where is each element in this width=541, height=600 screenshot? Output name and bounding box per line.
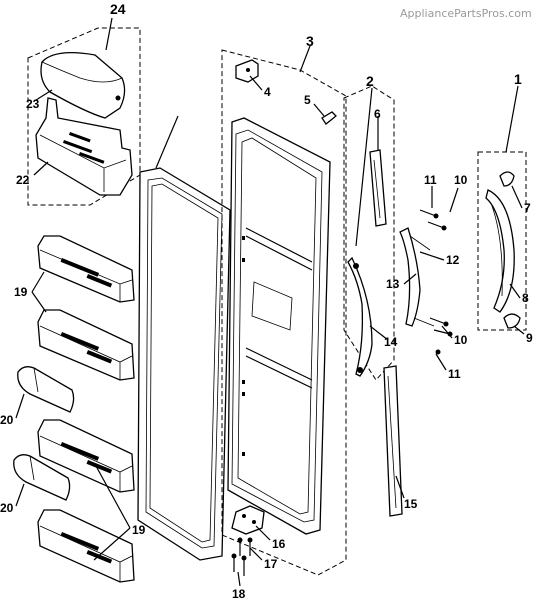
handle-13 [399,227,435,327]
callout-23: 24 [110,1,126,17]
callout-6: 6 [374,107,381,121]
handle-assembly-2 [343,85,453,517]
callout-20-lower: 20 [0,501,14,515]
callout-12: 12 [446,253,460,267]
callout-10-upper: 10 [454,173,468,187]
callout-1: 1 [514,71,522,87]
bin-cover-20-upper [17,366,75,413]
door-bin-lower [37,419,135,493]
callout-3: 3 [306,33,314,49]
callout-7: 7 [524,201,531,215]
vent-slots [62,132,105,164]
end-cap-9 [503,313,521,329]
door-bin-middle [37,309,135,381]
bin-21 [35,97,133,196]
watermark: AppliancePartsPros.com [400,7,532,20]
callout-9: 9 [526,331,533,345]
callout-5: 5 [304,93,311,107]
callout-19-upper: 19 [14,285,28,299]
callout-2: 2 [366,73,374,89]
trim-strip-15 [383,365,403,517]
callout-20-upper: 20 [0,413,14,427]
callout-11-upper: 11 [424,173,437,187]
callout-13: 13 [386,277,400,291]
callout-18: 18 [232,587,246,600]
door-gasket-24 [137,167,231,561]
callout-16: 16 [272,537,286,551]
end-cap-7 [499,171,515,187]
callout-15: 15 [404,497,418,511]
trim-6 [369,149,387,227]
handle-assembly-1 [477,151,527,331]
pin-5 [321,111,337,125]
bin-cover-20-lower [13,454,71,501]
callout-21: 22 [16,173,30,187]
callout-10-lower: 10 [454,333,468,347]
hinge-bracket-4 [235,59,259,83]
bin-cover-22 [40,52,126,119]
callout-22: 23 [26,97,40,111]
callout-17: 17 [264,557,278,571]
callout-19-lower: 19 [132,523,146,537]
leader-lines [15,17,525,587]
callout-8: 8 [522,291,529,305]
callout-11-lower: 11 [448,367,461,381]
door-bin-bottom [37,509,135,583]
screws-10-11 [419,209,453,355]
screws-17-18 [231,537,253,576]
handle-8 [485,189,515,313]
handle-14 [347,256,373,377]
door-assembly-3 [221,49,347,576]
callout-4: 4 [264,85,271,99]
bin-assembly-23 [27,27,141,206]
door-bin-upper [37,235,135,303]
callout-14: 14 [384,335,398,349]
lower-hinge-16 [231,505,265,535]
